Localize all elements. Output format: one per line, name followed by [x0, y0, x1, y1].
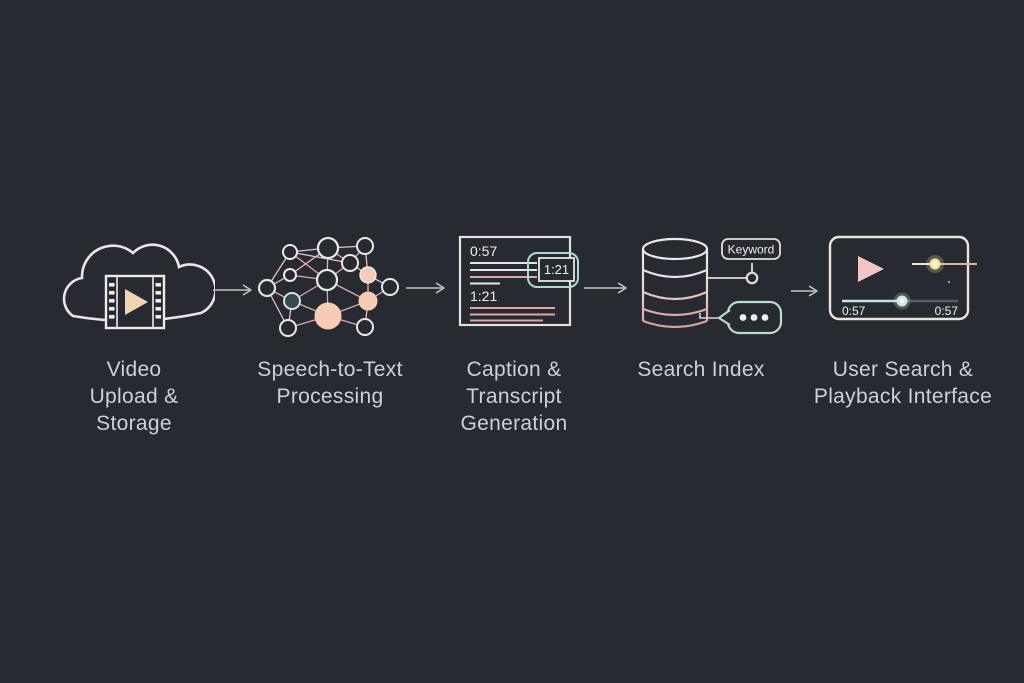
transcript-document-icon: 0:57 1:21 1:21	[458, 235, 579, 327]
flow-arrow-icon	[406, 282, 445, 294]
bubble-connector-line	[699, 313, 719, 319]
label-line: Speech-to-Text	[257, 358, 403, 381]
player-frame	[828, 235, 970, 321]
video-player-icon: 0:57 0:57	[828, 235, 977, 321]
stage-label-video-upload: Video Upload & Storage	[19, 356, 249, 437]
stage-label-caption-transcript: Caption & Transcript Generation	[399, 356, 629, 437]
doc-timestamp-top: 0:57	[470, 243, 497, 259]
neural-network-icon	[257, 236, 399, 337]
speck-dot	[947, 280, 951, 284]
keyword-pin-icon	[707, 263, 759, 285]
search-result-slider[interactable]	[912, 255, 977, 273]
label-line: Video	[106, 358, 162, 381]
label-line: Generation	[460, 412, 568, 435]
stage-label-search-index: Search Index	[586, 356, 816, 383]
cloud-outline	[62, 243, 215, 323]
label-line: Storage	[96, 412, 172, 435]
cloud-video-icon	[62, 243, 215, 330]
keyword-tag: Keyword	[721, 238, 781, 260]
play-triangle-icon[interactable]	[858, 256, 884, 282]
flow-arrow-icon	[213, 284, 252, 296]
callout-timestamp: 1:21	[544, 262, 569, 277]
play-triangle-icon	[125, 289, 148, 315]
time-total: 0:57	[935, 304, 959, 318]
database-icon	[641, 237, 709, 329]
playback-progress-bar[interactable]	[842, 292, 958, 310]
label-line: Upload &	[89, 385, 179, 408]
transcript-lines	[470, 262, 555, 322]
label-line: Search Index	[637, 358, 765, 381]
timestamp-callout: 1:21	[527, 252, 579, 288]
stage-label-speech-to-text: Speech-to-Text Processing	[215, 356, 445, 410]
label-line: Caption &	[466, 358, 562, 381]
stage-label-user-search-playback: User Search & Playback Interface	[788, 356, 1018, 410]
doc-timestamp-mid: 1:21	[470, 288, 497, 304]
time-current: 0:57	[842, 304, 866, 318]
network-nodes	[257, 236, 399, 337]
chat-bubble-icon	[717, 300, 783, 335]
label-line: Playback Interface	[813, 385, 993, 408]
label-line: User Search &	[832, 358, 974, 381]
search-index-icon: Keyword	[641, 237, 783, 335]
label-line: Transcript	[466, 385, 562, 408]
flow-arrow-icon	[791, 285, 818, 297]
flow-arrow-icon	[584, 282, 627, 294]
label-line: Processing	[276, 385, 384, 408]
keyword-tag-label: Keyword	[728, 243, 775, 257]
film-strip-icon	[104, 274, 166, 330]
